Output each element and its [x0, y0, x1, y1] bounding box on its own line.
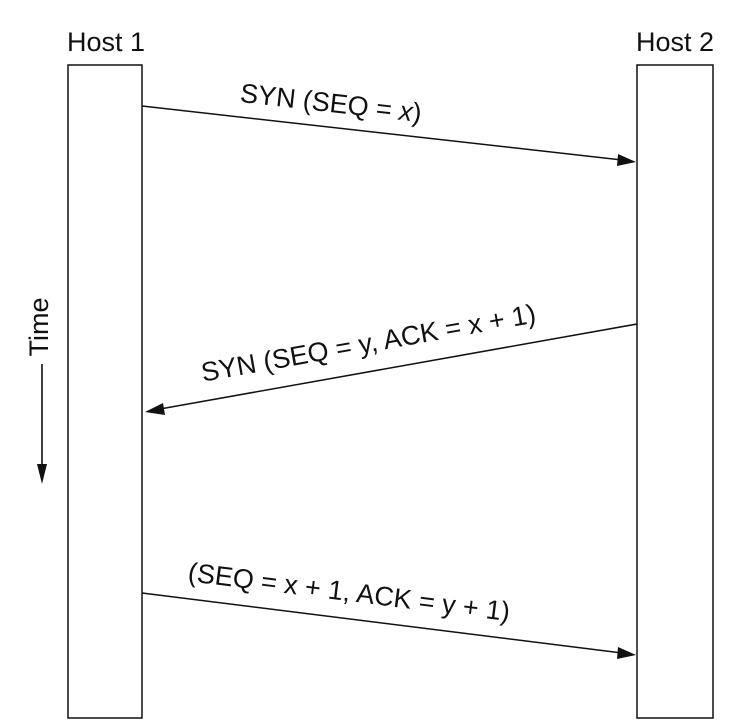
- host-2-title: Host 2: [636, 27, 714, 57]
- host-1-timeline: [67, 64, 143, 719]
- host-1-title: Host 1: [67, 27, 145, 57]
- time-arrow-head: [37, 464, 47, 484]
- message-2-arrowhead: [145, 403, 165, 415]
- message-3-label: (SEQ = x + 1, ACK = y + 1): [186, 557, 511, 627]
- time-label: Time: [24, 298, 54, 357]
- message-1-arrowhead: [617, 154, 636, 166]
- message-1-arrow: [141, 105, 623, 161]
- host-2-timeline: [636, 64, 714, 719]
- message-3-arrowhead: [617, 647, 636, 659]
- message-2-label: SYN (SEQ = y, ACK = x + 1): [199, 299, 538, 388]
- message-3-arrow: [141, 592, 623, 654]
- message-2-arrow: [159, 323, 638, 410]
